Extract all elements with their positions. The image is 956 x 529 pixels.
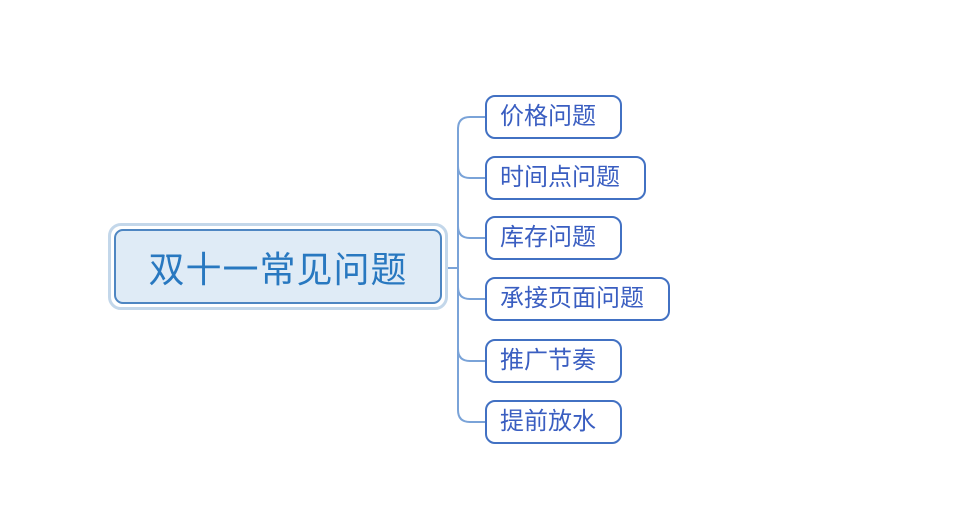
root-topic-inner: 双十一常见问题 (114, 229, 442, 304)
topic-price-issue[interactable]: 价格问题 (485, 95, 622, 139)
topic-early-release-label: 提前放水 (500, 409, 596, 435)
topic-price-issue-label: 价格问题 (500, 104, 596, 130)
root-topic[interactable]: 双十一常见问题 (108, 223, 448, 310)
connector-branch-promotion (457, 348, 487, 362)
topic-timing-issue-label: 时间点问题 (500, 165, 620, 191)
topic-timing-issue[interactable]: 时间点问题 (485, 156, 646, 200)
topic-inventory-issue-label: 库存问题 (500, 225, 596, 251)
connector-trunk-with-top-bottom-branches (457, 116, 488, 423)
connector-branch-landing-page (457, 286, 487, 300)
connector-branch-inventory (457, 225, 487, 239)
root-topic-label: 双十一常见问题 (148, 249, 408, 290)
topic-landing-page-issue[interactable]: 承接页面问题 (485, 277, 670, 321)
topic-landing-page-issue-label: 承接页面问题 (500, 286, 644, 312)
topic-promotion-rhythm[interactable]: 推广节奏 (485, 339, 622, 383)
topic-early-release[interactable]: 提前放水 (485, 400, 622, 444)
topic-inventory-issue[interactable]: 库存问题 (485, 216, 622, 260)
topic-promotion-rhythm-label: 推广节奏 (500, 348, 596, 374)
connector-branch-timing (457, 165, 487, 179)
